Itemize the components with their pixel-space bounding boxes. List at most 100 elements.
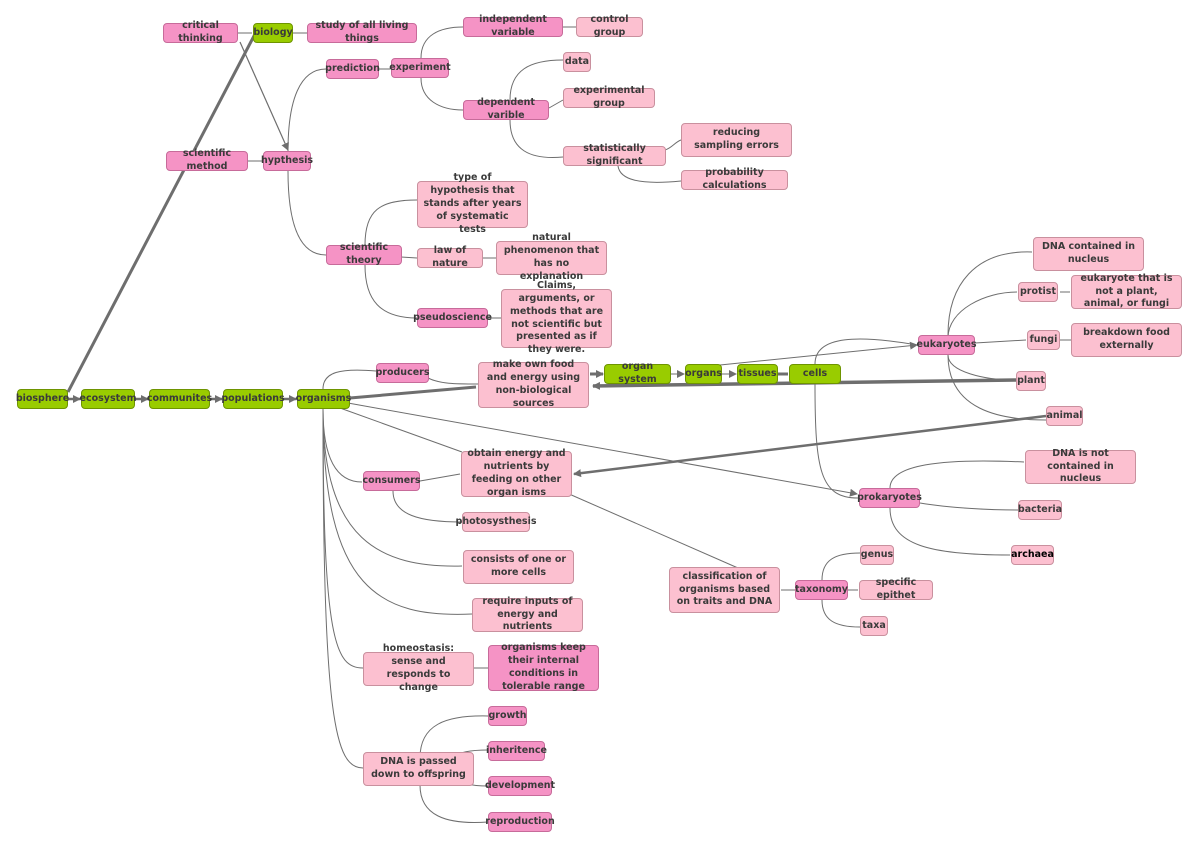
link-consumers-photo — [392, 490, 463, 523]
node-pseudoscience[interactable]: pseudoscience — [413, 308, 492, 328]
link-euk-protist — [947, 291, 1018, 339]
node-growth[interactable]: growth — [488, 706, 527, 726]
node-animal[interactable]: animal — [1046, 406, 1083, 426]
link-organisms-producers — [322, 369, 377, 390]
link-animal-obtain — [573, 414, 1047, 478]
node-prokaryotes[interactable]: prokaryotes — [857, 488, 922, 508]
node-natural-phenomenon[interactable]: natural phenomenon that has no explanati… — [496, 232, 607, 282]
node-scientific-theory[interactable]: scientific theory — [326, 242, 402, 266]
link-euk-fungi — [974, 339, 1027, 344]
node-organ-system[interactable]: organ system — [604, 361, 671, 385]
link-euk-plant — [947, 354, 1016, 381]
link-organs-eukaryotes — [719, 341, 918, 366]
link-dnapassed-repro — [419, 784, 489, 823]
link-consumers-obtain — [419, 473, 461, 482]
link-cells-eukaryotes — [814, 338, 918, 365]
node-development[interactable]: development — [485, 776, 555, 796]
node-dna-not-contained[interactable]: DNA is not contained in nucleus — [1025, 448, 1136, 484]
node-cells[interactable]: cells — [789, 364, 841, 384]
link-prok-dnanot — [889, 460, 1025, 489]
link-stat-reducing — [664, 139, 682, 151]
link-organisms-obtain — [339, 407, 463, 453]
link-organisms-makefood — [349, 385, 477, 400]
node-protist[interactable]: protist — [1018, 282, 1058, 302]
link-cells-prokaryotes — [814, 383, 859, 499]
node-make-own-food[interactable]: make own food and energy using non-biolo… — [478, 359, 589, 409]
link-tax-genus — [821, 552, 861, 581]
node-taxonomy[interactable]: taxonomy — [795, 580, 848, 600]
node-biology[interactable]: biology — [253, 23, 293, 43]
link-organisms-dna-passed — [322, 408, 364, 769]
node-statistically-significant[interactable]: statistically significant — [563, 143, 666, 167]
link-dependent-stat — [509, 119, 564, 159]
link-obtain-classification — [559, 489, 739, 569]
node-law-of-nature[interactable]: law of nature — [417, 245, 483, 269]
link-theory-type — [364, 199, 418, 246]
node-reducing-sampling[interactable]: reducing sampling errors — [681, 123, 792, 157]
node-tissues[interactable]: tissues — [737, 364, 778, 384]
node-require-inputs[interactable]: require inputs of energy and nutrients — [472, 596, 583, 632]
node-photosysthesis[interactable]: photosysthesis — [456, 512, 537, 532]
node-independent-variable[interactable]: independent variable — [463, 14, 563, 38]
link-producers-makefood — [427, 377, 479, 385]
node-ecosystem[interactable]: ecosystem — [80, 389, 137, 409]
node-probability-calculations[interactable]: probability calculations — [681, 167, 788, 191]
node-eukaryote-not[interactable]: eukaryote that is not a plant, animal, o… — [1071, 273, 1182, 309]
node-control-group[interactable]: control group — [576, 14, 643, 38]
link-dependent-experimental — [548, 99, 564, 109]
node-type-of-hypothesis[interactable]: type of hypothesis that stands after yea… — [417, 172, 528, 235]
node-consists-cells[interactable]: consists of one or more cells — [463, 550, 574, 584]
node-taxa[interactable]: taxa — [860, 616, 888, 636]
node-dna-contained[interactable]: DNA contained in nucleus — [1033, 237, 1144, 271]
node-communites[interactable]: communites — [147, 389, 212, 409]
node-fungi[interactable]: fungi — [1027, 330, 1060, 350]
node-data[interactable]: data — [563, 52, 591, 72]
link-dependent-data — [509, 59, 564, 101]
link-hypthesis-theory — [287, 170, 327, 256]
node-scientific-method[interactable]: scientific method — [166, 148, 248, 172]
link-experiment-dependent — [420, 77, 464, 111]
link-tax-taxa — [821, 599, 861, 628]
node-dependent-varible[interactable]: dependent varible — [463, 97, 549, 121]
node-archaea[interactable]: archaea — [1011, 545, 1054, 565]
node-experiment[interactable]: experiment — [389, 58, 451, 78]
link-organisms-prokaryotes — [347, 402, 858, 497]
node-consumers[interactable]: consumers — [362, 471, 421, 491]
link-biology-hypthesis — [239, 41, 289, 151]
node-organisms-keep[interactable]: organisms keep their internal conditions… — [488, 642, 599, 692]
node-reproduction[interactable]: reproduction — [485, 812, 555, 832]
node-claims-arguments[interactable]: Claims, arguments, or methods that are n… — [501, 280, 612, 355]
node-homeostasis[interactable]: homeostasis: sense and responds to chang… — [363, 643, 474, 693]
link-prok-archaea — [889, 507, 1011, 556]
node-experimental-group[interactable]: experimental group — [563, 85, 655, 109]
link-organisms-consumers — [322, 408, 363, 483]
link-hypthesis-prediction — [287, 68, 327, 152]
node-plant[interactable]: plant — [1016, 371, 1046, 391]
node-specific-epithet[interactable]: specific epithet — [859, 577, 933, 601]
node-critical-thinking[interactable]: critical thinking — [163, 20, 238, 44]
node-classification[interactable]: classification of organisms based on tra… — [669, 567, 780, 613]
node-inheritence[interactable]: inheritence — [486, 741, 547, 761]
node-producers[interactable]: producers — [376, 363, 430, 383]
link-organisms-require — [322, 408, 473, 615]
link-theory-pseudo — [364, 264, 418, 319]
node-study-of-living[interactable]: study of all living things — [307, 20, 417, 44]
link-organisms-homeostasis — [322, 408, 364, 669]
node-organs[interactable]: organs — [685, 364, 722, 384]
node-genus[interactable]: genus — [860, 545, 894, 565]
link-experiment-independent — [420, 26, 464, 59]
node-populations[interactable]: populations — [221, 389, 285, 409]
node-prediction[interactable]: prediction — [325, 59, 380, 79]
link-prok-bacteria — [919, 502, 1019, 511]
node-biosphere[interactable]: biosphere — [16, 389, 69, 409]
node-bacteria[interactable]: bacteria — [1018, 500, 1062, 520]
node-hypthesis[interactable]: hypthesis — [261, 151, 313, 171]
link-theory-law — [400, 256, 418, 259]
node-breakdown-food[interactable]: breakdown food externally — [1071, 323, 1182, 357]
node-organisms[interactable]: organisms — [296, 389, 351, 409]
node-eukaryotes[interactable]: eukaryotes — [917, 335, 977, 355]
node-obtain-energy[interactable]: obtain energy and nutrients by feeding o… — [461, 448, 572, 498]
node-dna-passed[interactable]: DNA is passed down to offspring — [363, 752, 474, 786]
